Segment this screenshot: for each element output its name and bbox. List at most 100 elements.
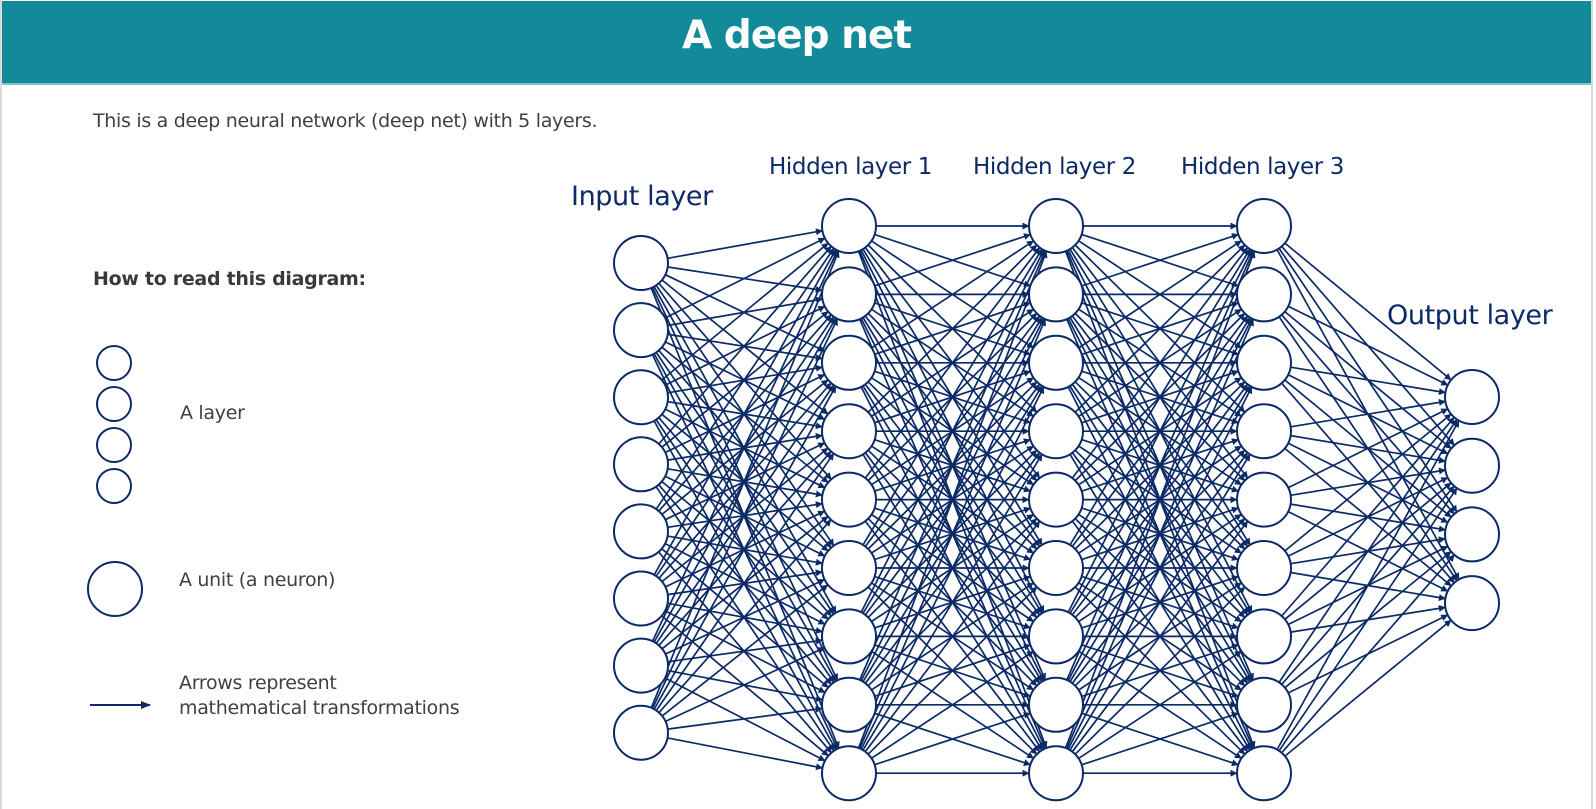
connection-arrow <box>1078 650 1242 760</box>
connection-arrow <box>1067 386 1253 750</box>
legend-unit-label: A unit (a neuron) <box>179 569 336 591</box>
unit-layer-1-5 <box>821 540 877 596</box>
unit-layer-0-5 <box>613 570 669 627</box>
legend-heading: How to read this diagram: <box>93 268 366 290</box>
connection-arrow <box>874 233 1031 287</box>
units <box>613 198 1500 802</box>
unit-layer-2-4 <box>1028 471 1084 528</box>
connection-arrow <box>1067 249 1253 613</box>
unit-layer-4-2 <box>1444 506 1500 563</box>
connection-arrow <box>860 249 1045 613</box>
unit-layer-3-1 <box>1236 266 1292 323</box>
connection-arrow <box>857 250 1048 749</box>
unit-layer-0-1 <box>613 302 669 359</box>
legend-arrow-label-line1: Arrows represent <box>179 672 337 694</box>
connection-arrow <box>667 228 823 260</box>
connections <box>650 222 1460 777</box>
connection-arrow <box>1066 250 1254 681</box>
connection-arrow <box>1278 418 1458 683</box>
unit-layer-1-4 <box>821 471 877 528</box>
unit-layer-3-3 <box>1236 403 1292 460</box>
unit-layer-2-3 <box>1028 403 1084 460</box>
connection-arrow <box>655 452 835 711</box>
layer-label-3: Hidden layer 3 <box>1181 154 1344 180</box>
connection-arrow <box>1078 240 1242 349</box>
unit-icon <box>87 561 143 617</box>
connection-arrow <box>1069 453 1251 751</box>
unit-layer-2-8 <box>1028 745 1084 802</box>
unit-layer-1-3 <box>821 403 877 460</box>
unit-layer-0-7 <box>613 704 669 761</box>
unit-layer-1-2 <box>821 334 877 391</box>
connection-arrow <box>1074 586 1246 755</box>
connection-arrow <box>874 712 1031 766</box>
header-bar: A deep net <box>2 1 1591 85</box>
connection-arrow <box>862 248 1043 546</box>
connection-arrow <box>1290 398 1446 428</box>
unit-layer-0-3 <box>613 436 669 493</box>
unit-layer-3-5 <box>1236 540 1292 596</box>
layer-label-2: Hidden layer 2 <box>973 154 1136 180</box>
connection-arrow <box>1281 416 1455 617</box>
connection-arrow <box>1281 554 1455 754</box>
connection-arrow <box>655 247 835 510</box>
connection-arrow <box>667 737 823 771</box>
unit-layer-3-0 <box>1236 198 1292 254</box>
connection-arrow <box>1074 244 1246 413</box>
page-title: A deep net <box>682 13 912 58</box>
connection-arrow <box>651 318 839 709</box>
connection-arrow <box>871 240 1034 349</box>
layer-label-1: Hidden layer 1 <box>769 154 932 180</box>
connection-arrow <box>1081 711 1239 766</box>
unit-layer-2-7 <box>1028 676 1084 733</box>
unit-layer-0-0 <box>613 235 669 291</box>
connection-arrow <box>860 386 1045 750</box>
unit-layer-1-0 <box>821 198 877 254</box>
unit-layer-1-6 <box>821 608 877 665</box>
legend-arrow-label-line2: mathematical transformations <box>179 697 460 719</box>
connection-arrow <box>864 520 1041 753</box>
connection-arrow <box>871 650 1034 760</box>
connection-arrow <box>858 318 1047 749</box>
connection-arrow <box>653 249 837 576</box>
connection-arrow <box>650 250 840 709</box>
connection-arrow <box>1287 305 1449 386</box>
unit-layer-1-8 <box>821 745 877 802</box>
unit-layer-4-3 <box>1444 575 1500 632</box>
unit-layer-2-6 <box>1028 608 1084 665</box>
unit-layer-3-8 <box>1236 745 1292 802</box>
unit-layer-3-7 <box>1236 676 1292 733</box>
connection-arrow <box>651 249 839 642</box>
unit-layer-1-7 <box>821 676 877 733</box>
connection-arrow <box>1276 420 1460 751</box>
connection-arrow <box>661 584 829 717</box>
connection-arrow <box>1290 366 1446 396</box>
connection-arrow <box>1081 233 1239 287</box>
connection-arrow <box>867 586 1038 755</box>
unit-layer-0-6 <box>613 637 669 694</box>
connection-arrow <box>667 705 823 730</box>
connection-arrow <box>1064 250 1256 749</box>
connection-arrow <box>1284 619 1452 757</box>
connection-arrow <box>1066 318 1254 749</box>
connection-arrow <box>1284 413 1452 552</box>
connection-arrow <box>1069 248 1251 546</box>
connection-arrow <box>664 237 826 319</box>
intro-text: This is a deep neural network (deep net)… <box>93 110 598 132</box>
connection-arrow <box>665 646 825 723</box>
connection-arrow <box>1278 487 1458 752</box>
connection-arrow <box>1287 408 1449 489</box>
connection-arrow <box>653 385 837 710</box>
legend-layer-label: A layer <box>180 402 245 424</box>
connection-arrow <box>658 245 832 445</box>
layer-label-4: Output layer <box>1387 300 1554 331</box>
unit-layer-4-1 <box>1444 437 1500 494</box>
connection-arrow <box>862 453 1043 751</box>
unit-layer-2-1 <box>1028 266 1084 323</box>
connection-arrow <box>858 250 1047 681</box>
connection-arrow <box>1284 242 1452 381</box>
unit-layer-1-1 <box>821 266 877 323</box>
connection-arrow <box>661 242 829 381</box>
